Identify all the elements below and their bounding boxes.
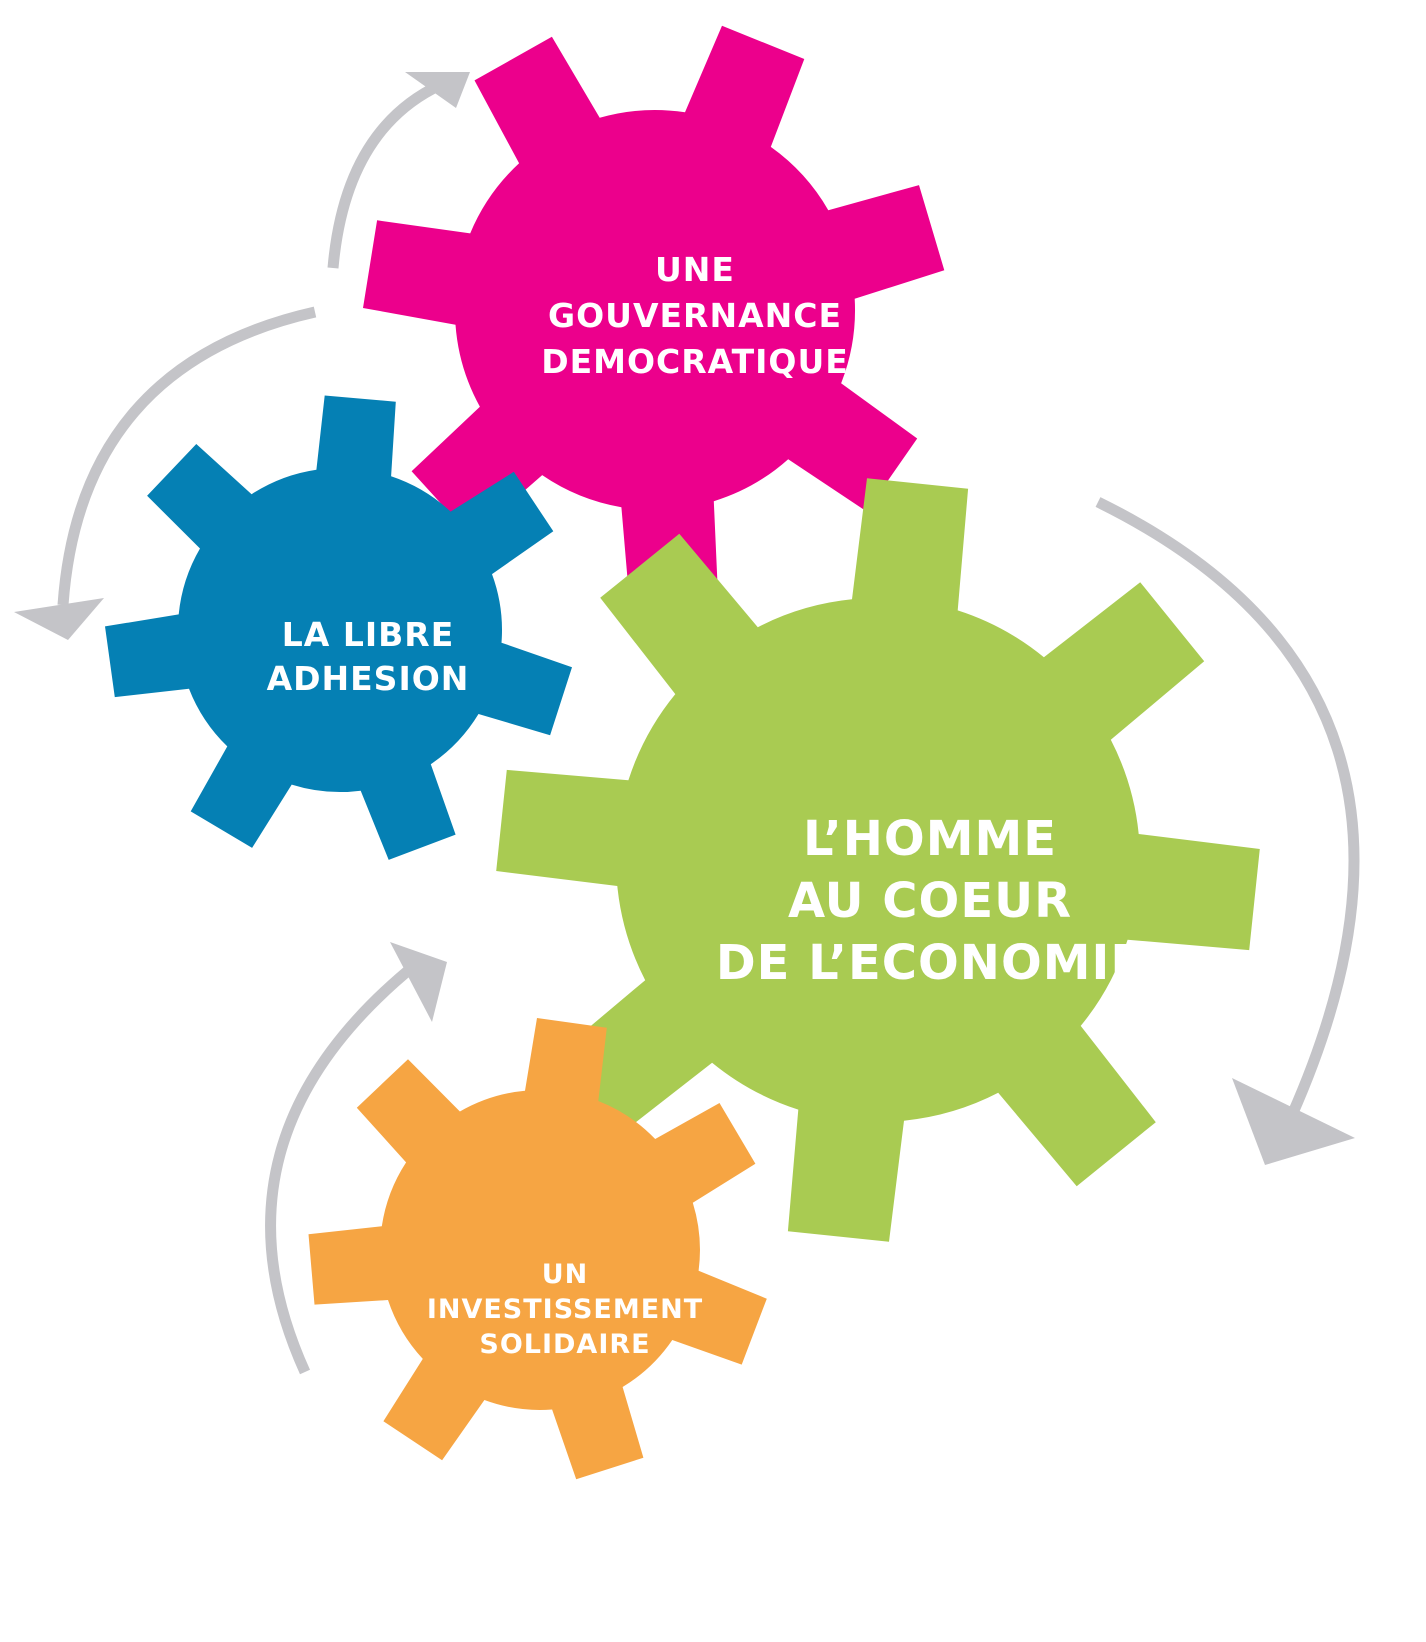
gear-investissement: [308, 1018, 767, 1480]
arrow-left-head-icon: [14, 598, 104, 640]
gear-label-line: ADHESION: [266, 659, 470, 698]
gear-adhesion: [105, 395, 572, 860]
arrow-right-head-icon: [1232, 1078, 1355, 1165]
arrow-top-curve: [327, 80, 443, 269]
arrow-right-curve: [1095, 497, 1360, 1118]
gear-label-line: GOUVERNANCE: [548, 296, 842, 335]
arrow-top-head-icon: [405, 72, 470, 108]
gear-label-investissement: UN INVESTISSEMENT SOLIDAIRE: [400, 1257, 730, 1362]
gear-label-line: LA LIBRE: [281, 615, 455, 654]
gear-label-adhesion: LA LIBRE ADHESION: [228, 613, 508, 701]
gear-label-gouvernance: UNE GOUVERNANCE DEMOCRATIQUE: [505, 247, 885, 385]
gear-gouvernance: [363, 25, 945, 601]
gear-label-homme: L’HOMME AU COEUR DE L’ECONOMIE: [660, 808, 1200, 994]
gear-homme: [496, 478, 1260, 1242]
gear-label-line: UN: [541, 1259, 589, 1290]
gear-label-line: L’HOMME: [802, 811, 1058, 867]
gear-label-line: INVESTISSEMENT: [426, 1294, 704, 1325]
gear-label-line: DEMOCRATIQUE: [541, 342, 849, 381]
gear-label-line: AU COEUR: [787, 873, 1073, 929]
gear-label-line: SOLIDAIRE: [479, 1329, 651, 1360]
cycle-arrows: [14, 72, 1360, 1375]
gear-label-line: UNE: [655, 250, 735, 289]
gear-label-line: DE L’ECONOMIE: [715, 935, 1145, 991]
gears: [105, 25, 1260, 1480]
arrow-bottom-head-icon: [390, 942, 447, 1022]
arrow-bottom-curve: [265, 960, 419, 1375]
arrow-left-curve: [57, 306, 317, 606]
